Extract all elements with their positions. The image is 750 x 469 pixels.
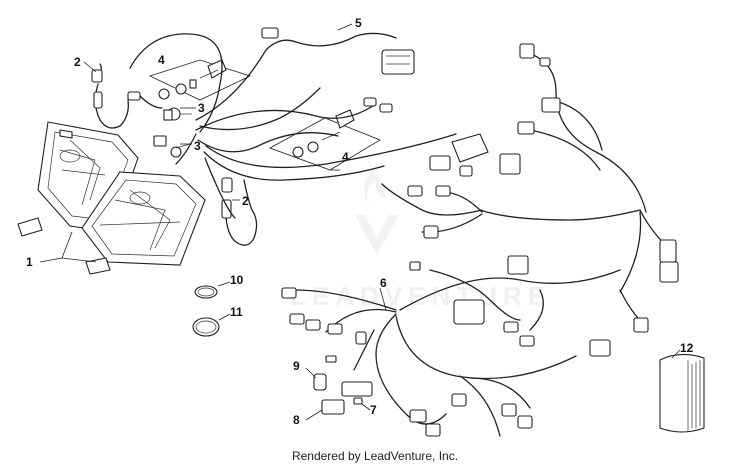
- callout-4-upper: 4: [158, 53, 165, 67]
- callout-3-upper: 3: [198, 101, 205, 115]
- headlight-harness: [129, 27, 489, 219]
- callout-11: 11: [230, 305, 243, 319]
- headlight-assembly-right: [81, 171, 206, 275]
- callout-7: 7: [370, 403, 377, 417]
- bulb-upper: [163, 107, 192, 121]
- callout-4-lower: 4: [342, 150, 349, 164]
- callout-5: 5: [355, 16, 362, 30]
- callout-1: 1: [26, 255, 33, 269]
- watermark-logo: LEADVENTURE: [290, 170, 551, 311]
- callout-12: 12: [680, 341, 694, 355]
- footer-credit: Rendered by LeadVenture, Inc.: [291, 449, 459, 463]
- adjuster-kit-lower: [269, 109, 381, 171]
- callout-10: 10: [230, 273, 244, 287]
- callout-3-lower: 3: [194, 139, 201, 153]
- headlight-socket-lower: [221, 177, 258, 246]
- callout-9: 9: [293, 359, 300, 373]
- callout-8: 8: [293, 413, 300, 427]
- adjuster-kit-upper: [148, 59, 252, 101]
- clamp-ring-part-11: [192, 317, 220, 337]
- bulb-lower: [153, 135, 191, 158]
- headlight-socket-upper: [91, 63, 163, 129]
- watermark-text: LEADVENTURE: [290, 281, 551, 311]
- protective-sleeve-part-12: [659, 353, 705, 433]
- callout-6: 6: [380, 276, 387, 290]
- clamp-ring-part-10: [194, 285, 218, 299]
- callout-2-upper: 2: [74, 55, 81, 69]
- fuse-holder-part-9: [313, 355, 337, 391]
- callout-2-lower: 2: [242, 194, 249, 208]
- connector-part-7: [353, 397, 363, 405]
- main-wiring-harness: [281, 43, 679, 437]
- relay-part-8: [321, 399, 345, 415]
